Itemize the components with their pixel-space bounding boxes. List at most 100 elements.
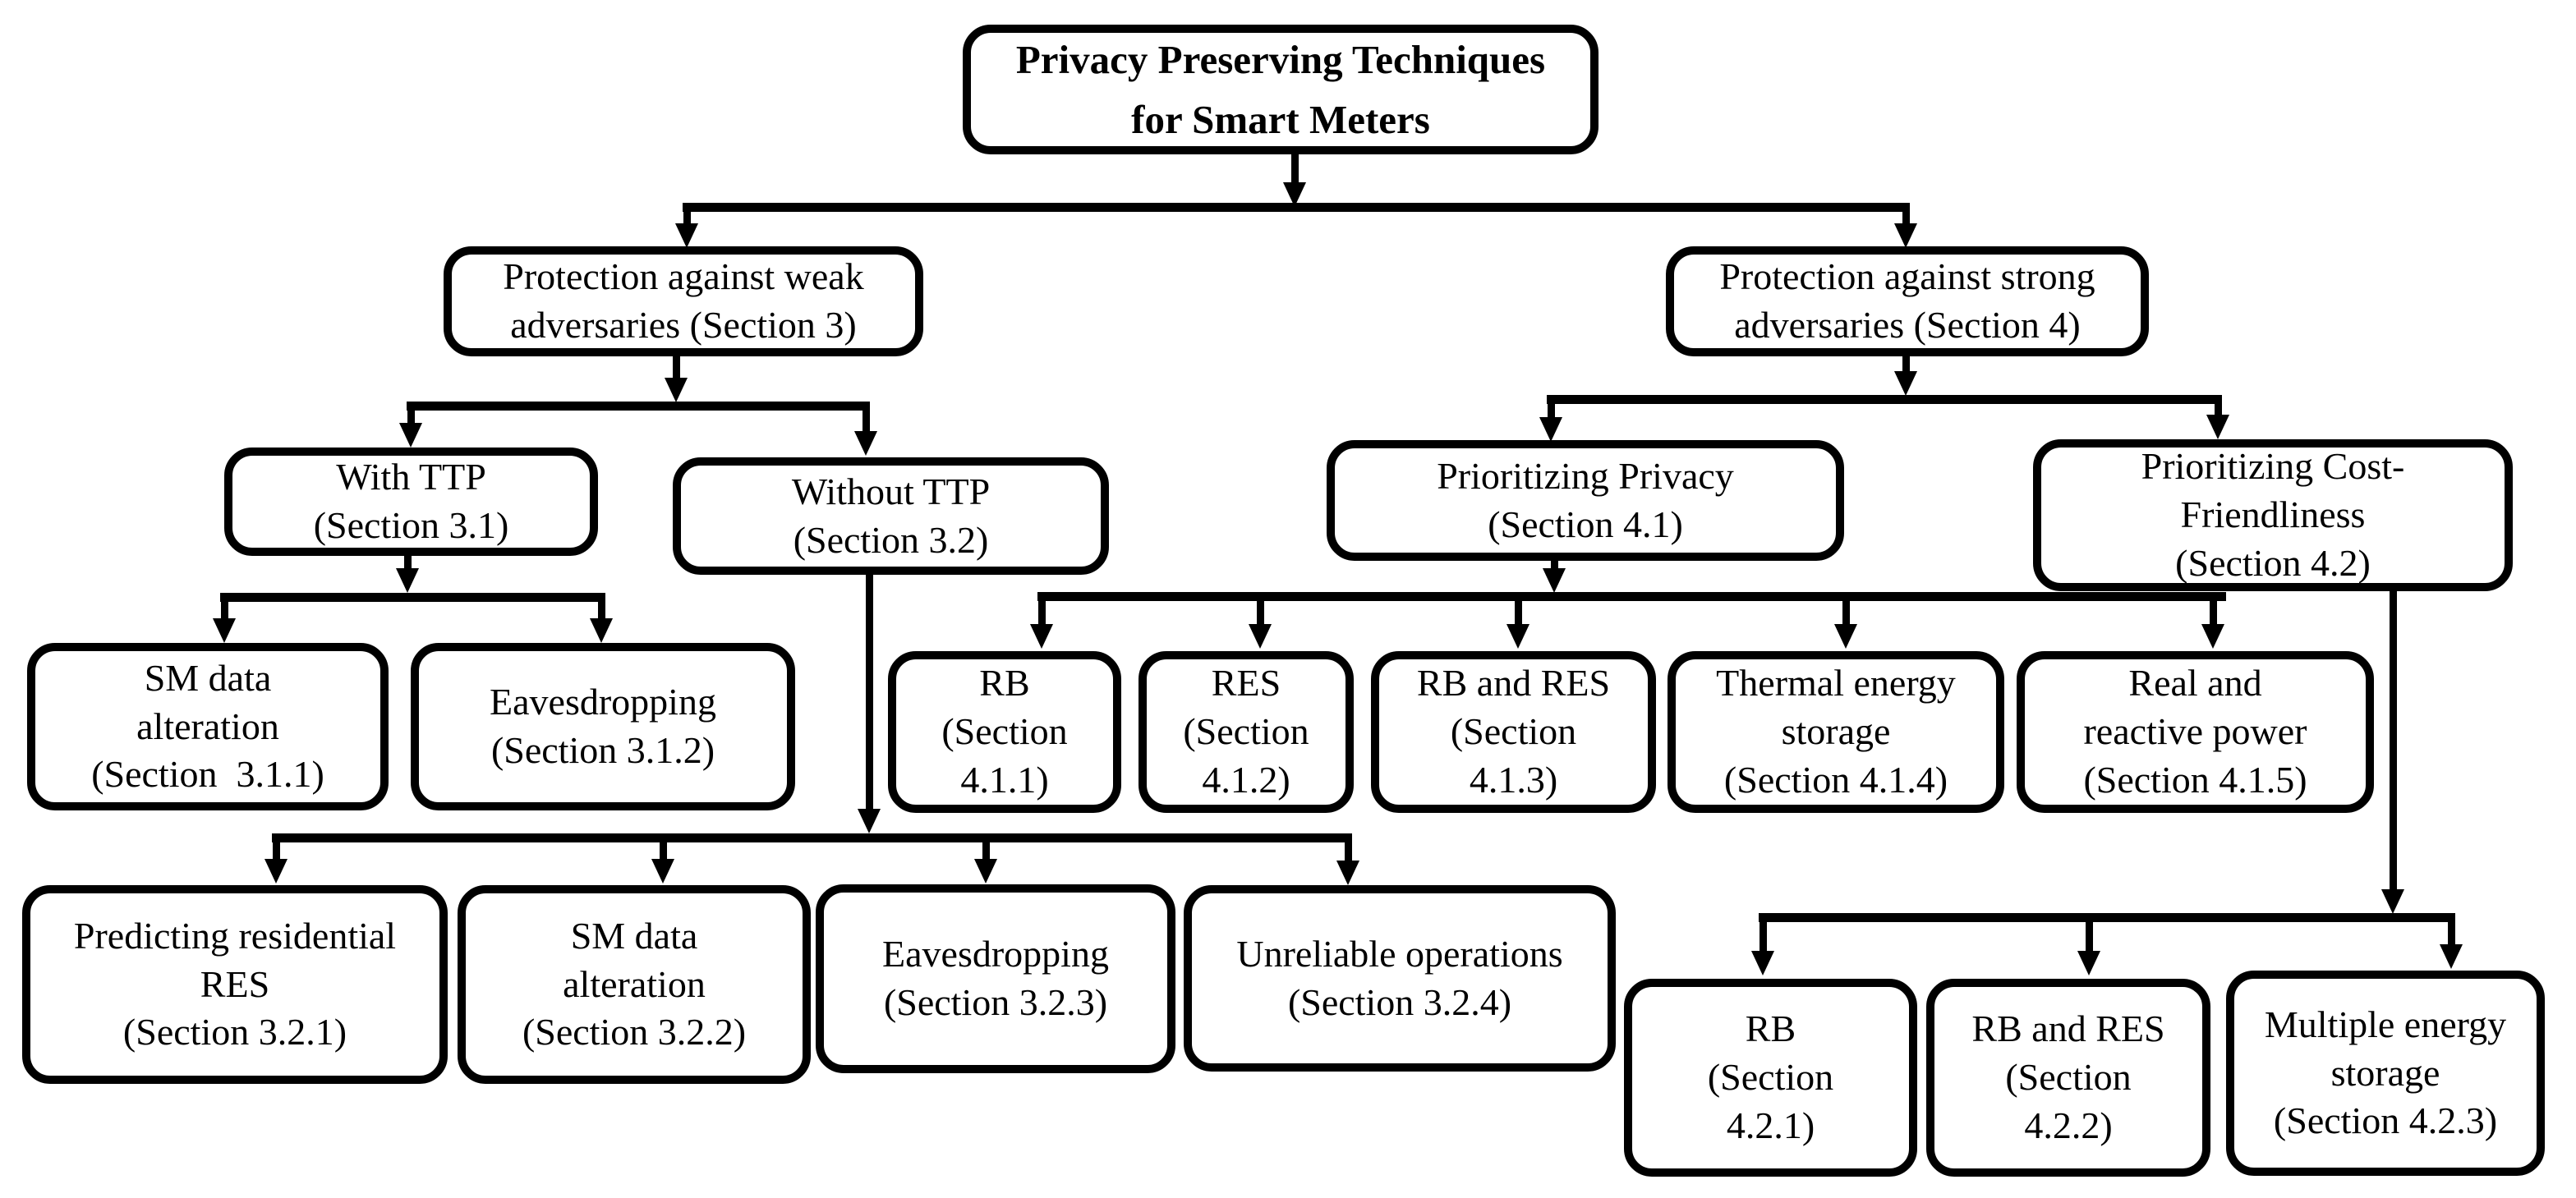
connector-line bbox=[1547, 395, 2222, 404]
node-section-3-1-2-label: Eavesdropping (Section 3.1.2) bbox=[490, 681, 716, 771]
connector-line bbox=[220, 593, 605, 602]
connector-arrowhead bbox=[858, 809, 881, 833]
node-section-4-2: Prioritizing Cost- Friendliness (Section… bbox=[2033, 439, 2513, 591]
connector-line bbox=[1548, 404, 1555, 417]
node-section-3: Protection against weak adversaries (Sec… bbox=[444, 246, 923, 356]
connector-line bbox=[2215, 404, 2222, 415]
connector-arrowhead bbox=[2381, 889, 2404, 914]
connector-line bbox=[1038, 601, 1046, 624]
node-section-4-1-label: Prioritizing Privacy (Section 4.1) bbox=[1437, 454, 1734, 545]
node-section-3-1-2: Eavesdropping (Section 3.1.2) bbox=[411, 643, 795, 810]
node-section-4-2-3: Multiple energy storage (Section 4.2.3) bbox=[2226, 971, 2545, 1176]
node-section-4-label: Protection against strong adversaries (S… bbox=[1719, 255, 2095, 346]
connector-line bbox=[272, 833, 1352, 842]
connector-line bbox=[683, 203, 1910, 212]
node-section-3-2-2: SM data alteration (Section 3.2.2) bbox=[458, 885, 811, 1084]
connector-line bbox=[407, 402, 870, 411]
connector-line bbox=[407, 411, 415, 423]
node-section-4-1-3-label: RB and RES (Section 4.1.3) bbox=[1416, 662, 1611, 801]
connector-arrowhead bbox=[1539, 417, 1562, 442]
node-section-4-2-1-label: RB (Section 4.2.1) bbox=[1707, 1008, 1834, 1146]
connector-line bbox=[673, 356, 680, 378]
connector-line bbox=[1345, 842, 1352, 861]
connector-arrowhead bbox=[264, 859, 288, 884]
node-section-3-label: Protection against weak adversaries (Sec… bbox=[503, 255, 864, 346]
node-section-4: Protection against strong adversaries (S… bbox=[1666, 246, 2149, 356]
node-root-label: Privacy Preserving Techniques for Smart … bbox=[1015, 36, 1546, 143]
connector-arrowhead bbox=[1834, 624, 1857, 649]
node-section-4-1-3: RB and RES (Section 4.1.3) bbox=[1371, 651, 1656, 813]
node-section-4-1-5: Real and reactive power (Section 4.1.5) bbox=[2017, 651, 2374, 813]
connector-line bbox=[2210, 601, 2217, 624]
node-section-4-2-1: RB (Section 4.2.1) bbox=[1624, 979, 1917, 1177]
connector-arrowhead bbox=[2077, 951, 2100, 975]
connector-arrowhead bbox=[1336, 861, 1359, 885]
node-section-3-2: Without TTP (Section 3.2) bbox=[673, 457, 1109, 575]
node-section-3-1-label: With TTP (Section 3.1) bbox=[313, 456, 509, 546]
node-section-3-2-4-label: Unreliable operations (Section 3.2.4) bbox=[1236, 932, 1563, 1023]
node-section-3-1-1: SM data alteration (Section 3.1.1) bbox=[27, 643, 389, 810]
node-section-3-2-2-label: SM data alteration (Section 3.2.2) bbox=[522, 914, 747, 1053]
connector-line bbox=[1760, 922, 1767, 951]
connector-line bbox=[1902, 212, 1910, 223]
node-section-3-2-3: Eavesdropping (Section 3.2.3) bbox=[816, 884, 1175, 1073]
connector-arrowhead bbox=[1506, 624, 1530, 649]
connector-line bbox=[1257, 601, 1264, 624]
connector-arrowhead bbox=[665, 378, 688, 402]
connector-line bbox=[2390, 591, 2397, 889]
connector-arrowhead bbox=[399, 423, 422, 448]
connector-line bbox=[866, 575, 873, 809]
connector-line bbox=[1902, 356, 1910, 371]
node-section-4-1-2: RES (Section 4.1.2) bbox=[1138, 651, 1354, 813]
connector-arrowhead bbox=[651, 859, 674, 884]
node-section-4-2-2: RB and RES (Section 4.2.2) bbox=[1926, 979, 2210, 1177]
connector-arrowhead bbox=[1751, 951, 1774, 975]
node-section-3-2-4: Unreliable operations (Section 3.2.4) bbox=[1184, 885, 1616, 1072]
node-section-4-1-1-label: RB (Section 4.1.1) bbox=[941, 662, 1068, 801]
node-section-4-1-4-label: Thermal energy storage (Section 4.1.4) bbox=[1716, 662, 1956, 801]
connector-line bbox=[683, 212, 691, 223]
connector-line bbox=[660, 842, 667, 859]
node-section-3-2-1: Predicting residential RES (Section 3.2.… bbox=[22, 885, 448, 1084]
node-section-3-1-1-label: SM data alteration (Section 3.1.1) bbox=[91, 656, 324, 796]
node-section-4-1-2-label: RES (Section 4.1.2) bbox=[1183, 662, 1309, 801]
connector-line bbox=[1515, 601, 1522, 624]
connector-line bbox=[404, 556, 412, 568]
connector-line bbox=[1759, 913, 2455, 922]
connector-line bbox=[273, 842, 280, 859]
connector-line bbox=[862, 411, 870, 431]
node-section-4-1: Prioritizing Privacy (Section 4.1) bbox=[1327, 440, 1844, 561]
connector-line bbox=[598, 602, 605, 618]
node-section-3-2-label: Without TTP (Section 3.2) bbox=[791, 470, 991, 561]
connector-line bbox=[982, 842, 990, 859]
connector-arrowhead bbox=[2440, 944, 2463, 969]
connector-arrowhead bbox=[854, 431, 877, 456]
connector-arrowhead bbox=[213, 618, 236, 643]
connector-line bbox=[2448, 922, 2455, 944]
connector-arrowhead bbox=[590, 618, 613, 643]
connector-line bbox=[1551, 561, 1558, 568]
node-root: Privacy Preserving Techniques for Smart … bbox=[963, 25, 1598, 154]
connector-arrowhead bbox=[1249, 624, 1272, 649]
node-section-4-2-label: Prioritizing Cost- Friendliness (Section… bbox=[2141, 445, 2405, 584]
node-section-3-2-1-label: Predicting residential RES (Section 3.2.… bbox=[73, 914, 397, 1053]
connector-line bbox=[1037, 592, 2226, 601]
node-section-4-1-1: RB (Section 4.1.1) bbox=[888, 651, 1121, 813]
connector-arrowhead bbox=[1543, 568, 1566, 593]
node-section-4-2-3-label: Multiple energy storage (Section 4.2.3) bbox=[2264, 1003, 2507, 1142]
connector-arrowhead bbox=[675, 223, 698, 248]
node-section-3-1: With TTP (Section 3.1) bbox=[224, 448, 598, 556]
node-section-4-1-5-label: Real and reactive power (Section 4.1.5) bbox=[2083, 662, 2307, 801]
node-section-3-2-3-label: Eavesdropping (Section 3.2.3) bbox=[882, 933, 1109, 1023]
connector-line bbox=[221, 602, 228, 618]
connector-arrowhead bbox=[1894, 371, 1917, 396]
connector-line bbox=[1291, 154, 1299, 182]
node-section-4-1-4: Thermal energy storage (Section 4.1.4) bbox=[1668, 651, 2004, 813]
connector-arrowhead bbox=[2201, 624, 2224, 649]
connector-arrowhead bbox=[1030, 624, 1053, 649]
connector-arrowhead bbox=[2206, 415, 2229, 439]
connector-arrowhead bbox=[974, 859, 997, 884]
node-section-4-2-2-label: RB and RES (Section 4.2.2) bbox=[1971, 1008, 2165, 1146]
connector-line bbox=[1842, 601, 1850, 624]
